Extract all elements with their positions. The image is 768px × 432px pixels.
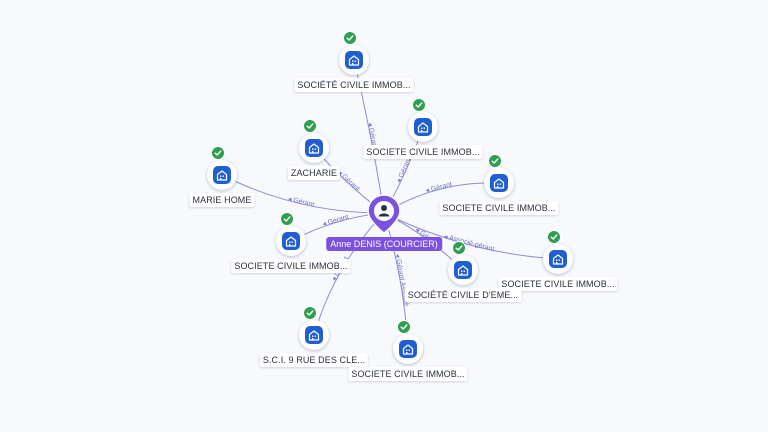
company-node-label: S.C.I. 9 RUE DES CLE... [259,353,369,367]
building-icon [213,166,231,184]
company-node-label: SOCIETE CIVILE IMMOB... [498,277,618,291]
company-node-label: MARIE HOME [189,193,255,207]
person-icon [367,194,401,234]
company-node-circle [448,241,478,285]
company-node-circle [299,119,329,163]
edge-label-n7: ◂ Associé-gérant [443,233,495,253]
verified-check-icon [412,98,426,112]
company-node-label: SOCIÉTÉ CIVILE IMMOB... [294,78,414,92]
company-node-circle [339,31,369,75]
verified-check-icon [547,230,561,244]
company-node-circle [408,98,438,142]
edge-label-n6: ◂ Gérant [425,181,453,195]
verified-check-icon [280,212,294,226]
building-icon [305,139,323,157]
verified-check-icon [397,320,411,334]
building-icon [414,118,432,136]
edge-label-n5: ◂ Gérant [322,214,350,228]
company-node-label: ZACHARIE [287,166,341,180]
company-node-label: SOCIÉTÉ CIVILE D'EME... [404,288,522,302]
building-icon [345,51,363,69]
edge-label-n2: ◂ Gérant [396,157,413,184]
company-node-label: SOCIETE CIVILE IMMOB... [231,259,351,273]
building-icon [399,340,417,358]
verified-check-icon [303,119,317,133]
edge-n4 [221,174,385,214]
company-node-circle [484,154,514,198]
verified-check-icon [303,306,317,320]
company-node-circle [543,230,573,274]
verified-check-icon [452,241,466,255]
company-node-circle [299,306,329,350]
verified-check-icon [211,146,225,160]
verified-check-icon [488,154,502,168]
verified-check-icon [343,31,357,45]
company-node-label: SOCIETE CIVILE IMMOB... [363,145,483,159]
company-node-label: SOCIETE CIVILE IMMOB... [439,201,559,215]
company-node-label: SOCIETE CIVILE IMMOB... [348,367,468,381]
building-icon [549,250,567,268]
edge-n7 [383,212,559,260]
building-icon [490,174,508,192]
company-node-circle [276,212,306,256]
building-icon [454,261,472,279]
building-icon [282,232,300,250]
company-node-circle [207,146,237,190]
edge-label-n4: ◂ Gérant [287,196,315,209]
center-person-label: Anne DENIS (COURCIER) [326,237,442,251]
building-icon [305,326,323,344]
company-node-circle [393,320,423,364]
